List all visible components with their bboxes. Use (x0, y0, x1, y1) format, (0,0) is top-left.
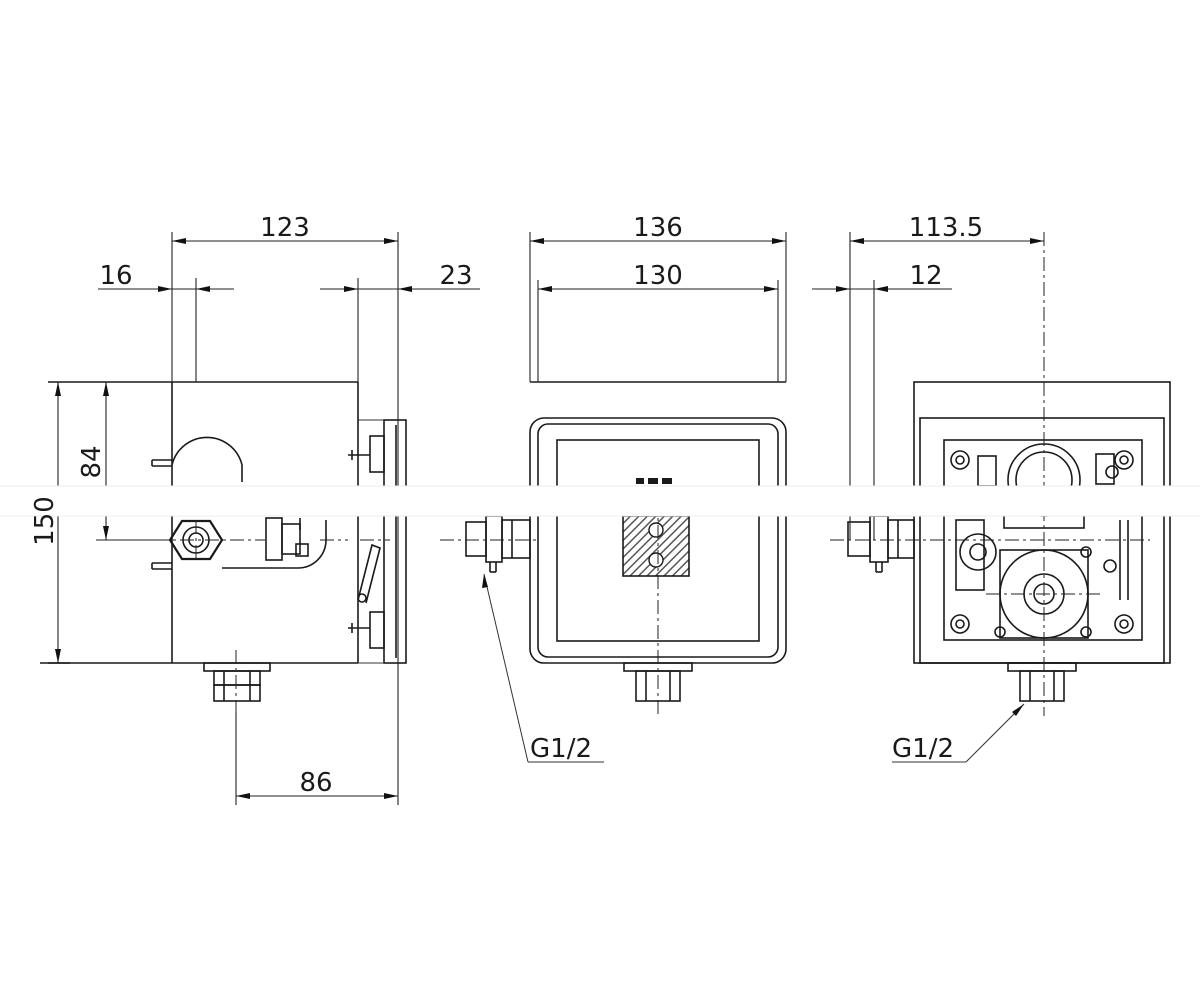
rear-screws (950, 450, 1134, 638)
dim-side-offset-right: 23 (439, 261, 472, 291)
front-view: G1/2 (440, 381, 787, 764)
dim-side-offset-left: 16 (99, 261, 132, 291)
rear-dimensions: 113.5 12 (812, 213, 1044, 540)
front-dimensions: 136 130 (529, 213, 787, 382)
dim-rear-offset: 12 (909, 261, 942, 291)
side-view (40, 381, 407, 712)
dim-front-width-outer: 136 (633, 213, 683, 243)
front-thread-callout: G1/2 (530, 734, 592, 764)
dim-rear-width: 113.5 (909, 213, 983, 243)
dim-side-height-center: 84 (77, 445, 107, 478)
dim-side-outlet-offset: 86 (299, 768, 332, 798)
dim-front-width-inner: 130 (633, 261, 683, 291)
white-band (0, 486, 1200, 516)
dim-side-height-total: 150 (30, 496, 60, 546)
rear-thread-callout: G1/2 (892, 734, 954, 764)
dim-side-width: 123 (260, 213, 310, 243)
